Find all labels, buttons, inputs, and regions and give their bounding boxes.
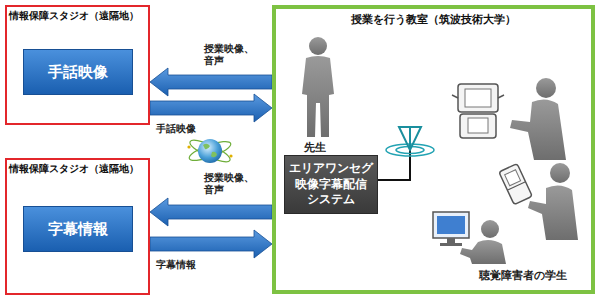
box-label: 字幕情報 bbox=[48, 220, 108, 239]
student-figure bbox=[499, 163, 578, 240]
block-arrow bbox=[150, 230, 272, 258]
block-arrow bbox=[150, 198, 272, 226]
studio-box: 情報保障スタジオ（遠隔地） 字幕情報 bbox=[5, 158, 150, 295]
region-heading: 情報保障スタジオ（遠隔地） bbox=[7, 7, 148, 23]
arrow-label: 手話映像 bbox=[155, 123, 197, 135]
studio-box: 情報保障スタジオ（遠隔地） 手話映像 bbox=[5, 5, 150, 125]
arrow-label: 字幕情報 bbox=[155, 259, 197, 271]
arrow-label: 授業映像、音声 bbox=[203, 43, 263, 67]
block-arrow bbox=[150, 68, 272, 96]
student-figure bbox=[452, 78, 566, 160]
block-arrow bbox=[150, 94, 272, 122]
box-label: エリアワンセグ 映像字幕配信 システム bbox=[289, 161, 373, 208]
service-box: 手話映像 bbox=[23, 49, 133, 95]
role-label: 先生 bbox=[303, 140, 327, 155]
arrow-label: 授業映像、音声 bbox=[203, 172, 263, 196]
globe-icon bbox=[187, 136, 232, 165]
system-box: エリアワンセグ 映像字幕配信 システム bbox=[284, 155, 378, 214]
box-label: 手話映像 bbox=[48, 63, 108, 82]
region-heading: 授業を行う教室（筑波技術大学） bbox=[276, 9, 591, 27]
antenna-symbol bbox=[376, 127, 434, 180]
group-label: 聴覚障害者の学生 bbox=[478, 268, 568, 283]
region-heading: 情報保障スタジオ（遠隔地） bbox=[7, 160, 148, 176]
student-figure bbox=[433, 212, 506, 264]
service-box: 字幕情報 bbox=[23, 206, 133, 252]
teacher-figure bbox=[302, 37, 334, 137]
